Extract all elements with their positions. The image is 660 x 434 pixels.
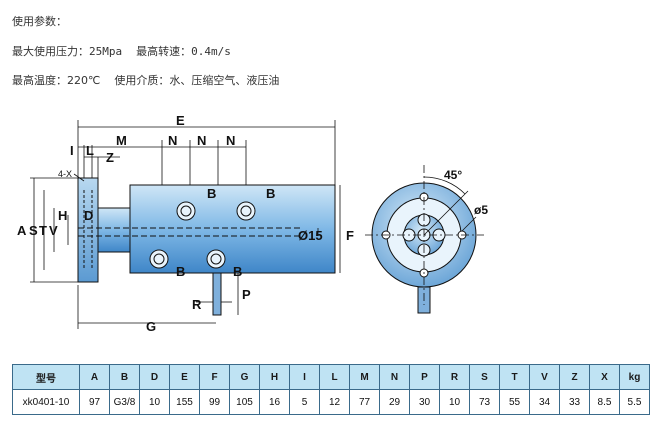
flange: [77, 177, 99, 283]
medium-value: 水、压缩空气、液压油: [169, 74, 280, 87]
table-cell: 5: [289, 389, 320, 415]
dim-n3: N: [226, 133, 235, 148]
table-cell: 73: [469, 389, 500, 415]
header-cell: R: [439, 364, 470, 390]
header-cell: Z: [559, 364, 590, 390]
dim-4x: 4-X: [58, 169, 72, 179]
neck: [97, 207, 131, 253]
header-cell: N: [379, 364, 410, 390]
dim-t: T: [39, 223, 47, 238]
table-cell: 155: [169, 389, 200, 415]
header-cell: kg: [619, 364, 650, 390]
dim-bore: Ø15: [298, 228, 323, 243]
dim-i: I: [70, 143, 74, 158]
table-cell: 8.5: [589, 389, 620, 415]
max-temp-label: 最高温度：: [12, 74, 67, 87]
header-cell: P: [409, 364, 440, 390]
dim-g: G: [146, 319, 156, 334]
dim-angle: 45°: [444, 168, 462, 182]
dim-n2: N: [197, 133, 206, 148]
max-pressure-label: 最大使用压力：: [12, 45, 89, 58]
header-cell: S: [469, 364, 500, 390]
table-cell: 97: [79, 389, 110, 415]
table-cell: 33: [559, 389, 590, 415]
params-title: 使用参数：: [12, 15, 67, 28]
table-row: xk0401-10 97 G3/8 10 155 99 105 16 5 12 …: [12, 389, 650, 415]
locating-pin: [212, 272, 222, 316]
dim-m: M: [116, 133, 127, 148]
label-b4: B: [233, 264, 242, 279]
label-b1: B: [207, 186, 216, 201]
table-cell: 34: [529, 389, 560, 415]
table-cell: 30: [409, 389, 440, 415]
dim-a: A: [17, 223, 27, 238]
dim-v: V: [49, 223, 58, 238]
medium-label: 使用介质：: [114, 74, 170, 87]
params-line-pressure-speed: 最大使用压力：25Mpa 最高转速：0.4m/s: [12, 43, 231, 59]
header-cell: F: [199, 364, 230, 390]
header-cell: H: [259, 364, 290, 390]
table-header-row: 型号 A B D E F G H I L M N P R S T V Z X k…: [12, 364, 650, 390]
table-cell: 29: [379, 389, 410, 415]
max-speed-value: 0.4m/s: [191, 45, 231, 58]
side-view: [77, 177, 336, 316]
label-b3: B: [176, 264, 185, 279]
table-cell: 10: [139, 389, 170, 415]
max-temp-value: 220℃: [67, 74, 101, 87]
max-pressure-value: 25Mpa: [89, 45, 123, 58]
header-cell: B: [109, 364, 140, 390]
spec-table: 型号 A B D E F G H I L M N P R S T V Z X k…: [12, 364, 650, 415]
port-b3: [149, 249, 169, 269]
dim-s: S: [29, 223, 38, 238]
header-cell: T: [499, 364, 530, 390]
header-cell: 型号: [12, 364, 80, 390]
port-b4: [206, 249, 226, 269]
max-speed-label: 最高转速：: [136, 45, 192, 58]
dim-h: H: [58, 208, 67, 223]
header-cell: E: [169, 364, 200, 390]
table-cell: 5.5: [619, 389, 650, 415]
dim-z: Z: [106, 150, 114, 165]
label-b2: B: [266, 186, 275, 201]
table-cell: 12: [319, 389, 350, 415]
dim-hole: ø5: [474, 203, 488, 217]
header-cell: M: [349, 364, 380, 390]
table-cell: 105: [229, 389, 260, 415]
cell-model: xk0401-10: [12, 389, 80, 415]
dim-d: D: [84, 208, 93, 223]
dim-p: P: [242, 287, 251, 302]
params-line-temp-medium: 最高温度：220℃ 使用介质：水、压缩空气、液压油: [12, 72, 279, 88]
dim-n1: N: [168, 133, 177, 148]
rotary-joint-drawing: E M N N N I L Z A S T V H D B B B B Ø15 …: [17, 113, 488, 334]
table-cell: G3/8: [109, 389, 140, 415]
port-b2: [236, 201, 256, 221]
header-cell: X: [589, 364, 620, 390]
table-cell: 16: [259, 389, 290, 415]
table-cell: 10: [439, 389, 470, 415]
port-b1: [176, 201, 196, 221]
header-cell: D: [139, 364, 170, 390]
table-cell: 77: [349, 389, 380, 415]
table-cell: 99: [199, 389, 230, 415]
dim-e: E: [176, 113, 185, 128]
dim-f: F: [346, 228, 354, 243]
dim-l: L: [86, 143, 94, 158]
header-cell: I: [289, 364, 320, 390]
table-cell: 55: [499, 389, 530, 415]
header-cell: V: [529, 364, 560, 390]
header-cell: L: [319, 364, 350, 390]
header-cell: A: [79, 364, 110, 390]
dim-r: R: [192, 297, 202, 312]
header-cell: G: [229, 364, 260, 390]
